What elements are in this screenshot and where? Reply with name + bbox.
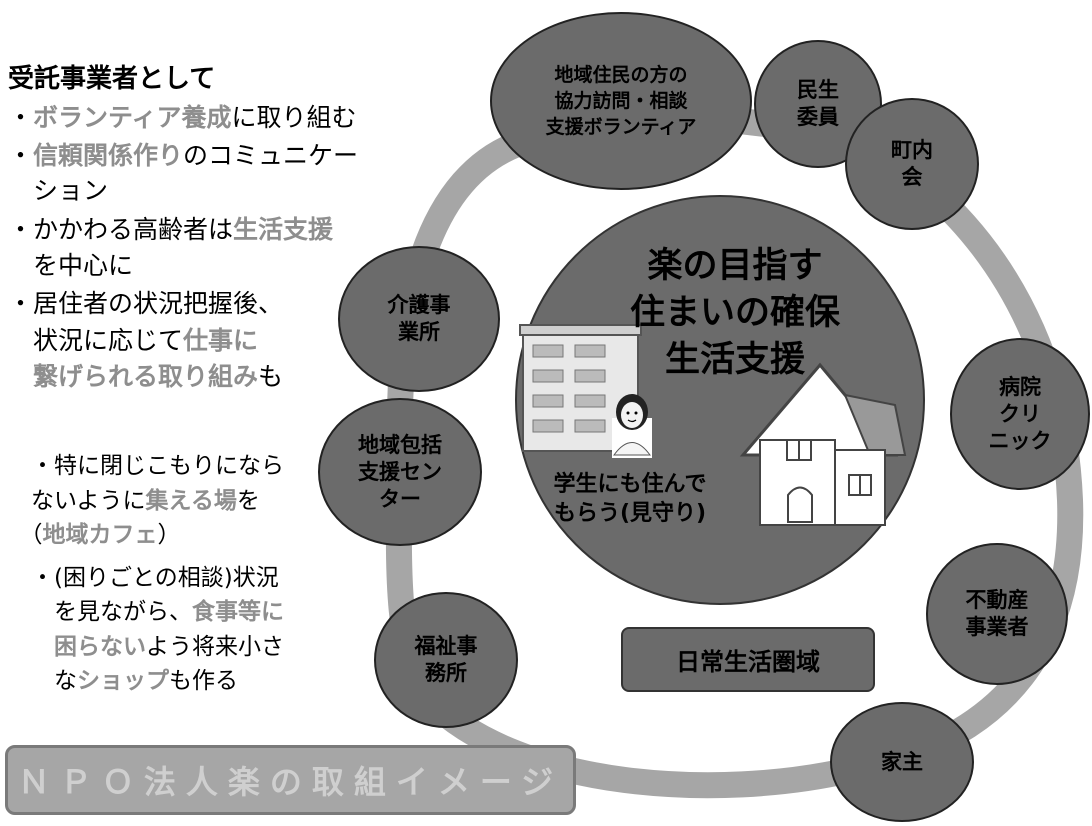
list-item: ・かかわる高齢者は生活支援	[8, 215, 334, 244]
list-item: （地域カフェ）	[8, 522, 181, 548]
student-caption: 学生にも住んで もらう(見守り)	[553, 472, 707, 526]
apartment-building-icon	[519, 324, 642, 452]
list-item: ・ボランティア養成に取り組む	[8, 103, 357, 132]
student-person-icon	[612, 394, 652, 458]
house-icon	[739, 362, 907, 526]
daily-life-area-label: 日常生活圏域	[621, 627, 875, 692]
list-item: 繋げられる取り組みも	[33, 362, 284, 391]
node-realestate: 不動産事業者	[926, 543, 1068, 685]
list-item: ・特に閉じこもりになら	[8, 453, 284, 479]
list-item: ・(困りごとの相談)状況	[8, 565, 279, 591]
node-volunteer: 地域住民の方の協力訪問・相談支援ボランティア	[490, 12, 752, 190]
node-hospital: 病院クリニック	[950, 338, 1090, 490]
node-welfare-office: 福祉事務所	[374, 592, 518, 728]
list-item: なショップも作る	[8, 668, 238, 694]
list-item: を中心に	[8, 251, 134, 280]
node-community-center: 地域包括支援センター	[318, 398, 482, 546]
list-item: 状況に応じて仕事に	[8, 326, 259, 355]
npo-title-banner: ＮＰＯ法人楽の取組イメージ	[5, 745, 576, 815]
center-title: 楽の目指す 住まいの確保 生活支援	[629, 246, 840, 380]
list-item: ないように集える場を	[8, 488, 260, 514]
list-item: 困らないよう将来小さ	[54, 634, 284, 660]
list-item: ション	[8, 176, 109, 205]
list-item: ・居住者の状況把握後、	[8, 289, 284, 318]
node-care-office: 介護事業所	[338, 246, 500, 392]
left-heading: 受託事業者として	[8, 64, 216, 94]
list-item: を見ながら、食事等に	[8, 599, 284, 625]
list-item: ・信頼関係作りのコミュニケー	[8, 141, 359, 170]
node-landlord: 家主	[830, 702, 974, 822]
node-chonai: 町内会	[845, 98, 979, 230]
